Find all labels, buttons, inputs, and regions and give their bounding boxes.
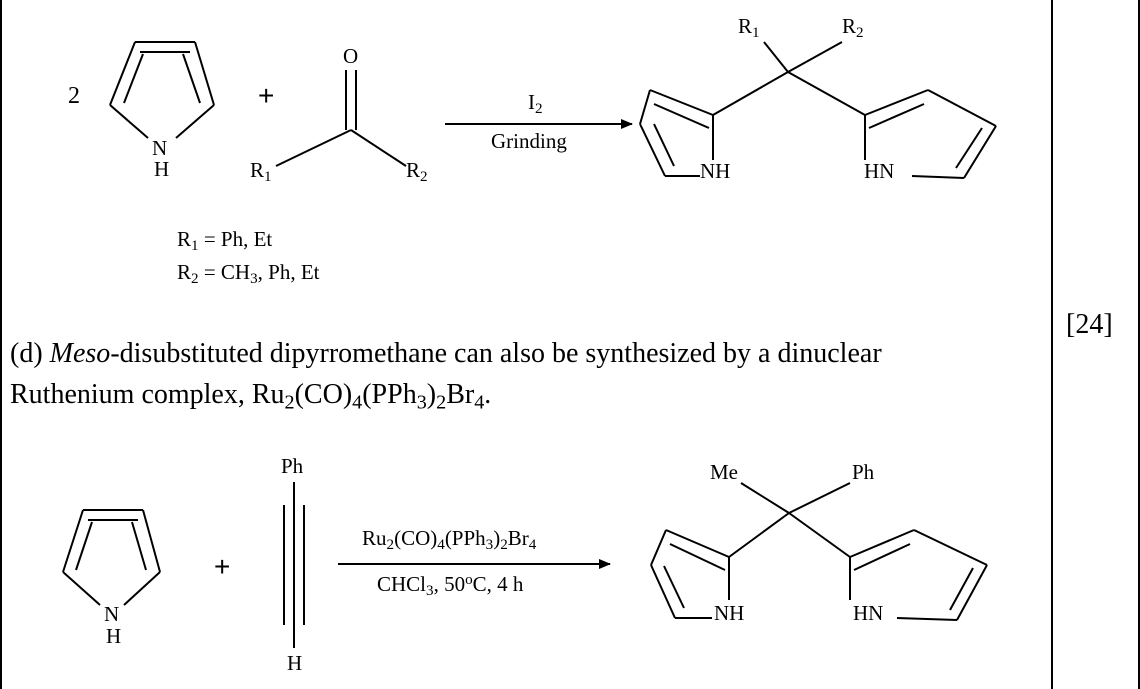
- conditions-label: CHCl3, 50oC, 4 h: [377, 572, 524, 600]
- coefficient-2: 2: [68, 83, 80, 109]
- product-nh-label-1: NH: [700, 159, 731, 183]
- dipyrromethane-structure-1: [639, 41, 997, 179]
- ketone-structure: [275, 70, 407, 167]
- pyrrole-h-label-1: H: [154, 157, 170, 181]
- product-r2-label: R2: [842, 14, 864, 42]
- alkyne-ph-label: Ph: [281, 454, 304, 478]
- ketone-oxygen-label: O: [343, 44, 359, 68]
- paragraph-d-line-2: Ruthenium complex, Ru2(CO)4(PPh3)2Br4.: [10, 379, 492, 414]
- pyrrole-structure-1: [109, 41, 215, 139]
- product-hn-label-1: HN: [864, 159, 895, 183]
- pyrrole-n-label-2: N: [104, 602, 120, 626]
- plus-sign-2: +: [214, 551, 231, 582]
- product-nh-label-2: NH: [714, 601, 745, 625]
- product-hn-label-2: HN: [853, 601, 884, 625]
- alkyne-h-label: H: [287, 651, 303, 675]
- product-r1-label: R1: [738, 14, 760, 42]
- reference-cell: [24]: [1066, 309, 1113, 340]
- r1-definition: R1 = Ph, Et: [177, 227, 273, 255]
- ketone-r1-label: R1: [250, 158, 272, 186]
- product-me-label: Me: [710, 460, 738, 484]
- paragraph-d-line-1: (d) Meso-disubstituted dipyrromethane ca…: [10, 338, 882, 369]
- catalyst-label: Ru2(CO)4(PPh3)2Br4: [362, 526, 537, 554]
- plus-sign-1: +: [258, 80, 275, 111]
- pyrrole-n-label-1: N: [152, 136, 168, 160]
- reagent-label: I2: [528, 90, 543, 118]
- pyrrole-structure-2: [62, 509, 161, 606]
- r2-definition: R2 = CH3, Ph, Et: [177, 260, 320, 288]
- dipyrromethane-structure-2: [650, 482, 988, 621]
- ketone-r2-label: R2: [406, 158, 428, 186]
- alkyne-structure: [283, 482, 305, 648]
- pyrrole-h-label-2: H: [106, 624, 122, 648]
- product-ph-label: Ph: [852, 460, 875, 484]
- condition-label: Grinding: [491, 129, 567, 153]
